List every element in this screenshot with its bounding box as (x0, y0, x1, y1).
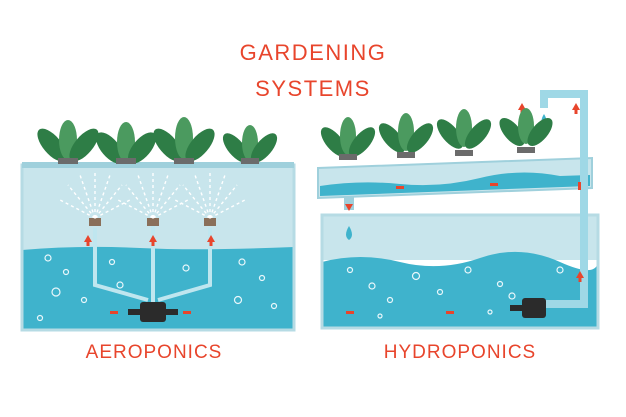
pump-icon (510, 298, 546, 318)
caption-aeroponics: AEROPONICS (85, 342, 223, 363)
hydroponics-return-pipe (540, 90, 588, 308)
hydroponics-bubbles (346, 266, 564, 319)
caption-hydroponics: HYDROPONICS (383, 342, 537, 363)
plant-icon (436, 109, 492, 156)
hydroponics-drain (344, 196, 354, 210)
aeroponics-tank-air (22, 165, 294, 250)
aeroponics-plants (37, 117, 278, 164)
pump-icon (128, 302, 178, 322)
hydroponics-tank-water (322, 251, 599, 328)
aeroponics-bubbles (36, 254, 278, 322)
sprinkler-icon (89, 218, 216, 226)
flow-arrow-icon (345, 103, 584, 314)
aeroponics-tank-lid (22, 162, 294, 168)
plant-icon (153, 117, 215, 164)
hydroponics-tank-border (320, 213, 600, 330)
aeroponics-tank-water (22, 246, 294, 330)
flow-arrow-icon (84, 235, 215, 314)
plant-icon (499, 108, 553, 153)
plant-icon (95, 122, 157, 164)
plant-icon (378, 113, 434, 158)
hydroponics-system (317, 90, 600, 330)
plant-icon (222, 125, 278, 164)
title-line-2: SYSTEMS (255, 76, 371, 101)
hydroponics-tank-air (322, 215, 598, 260)
aeroponics-system (20, 117, 296, 332)
plant-icon (320, 117, 376, 160)
water-drop-icon (346, 226, 352, 240)
hydroponics-channel-water (320, 172, 590, 196)
plant-icon (37, 120, 99, 164)
title-line-1: GARDENING (239, 40, 387, 65)
hydroponics-plants (320, 108, 553, 160)
aeroponics-spray (59, 170, 246, 219)
